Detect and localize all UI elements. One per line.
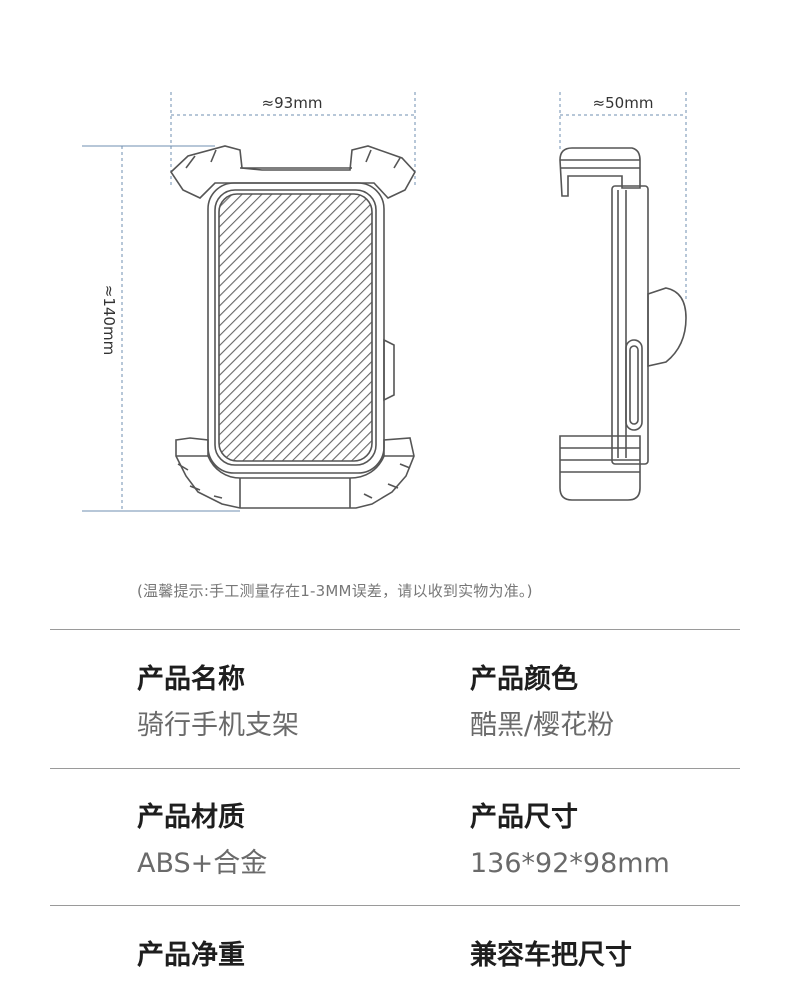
product-dimension-drawing: ≈93mm ≈140mm ≈50mm bbox=[82, 92, 687, 512]
divider bbox=[50, 905, 740, 906]
spec-product-material: 产品材质 ABS+合金 bbox=[137, 800, 267, 882]
spec-label: 产品材质 bbox=[137, 802, 245, 833]
spec-value: 酷黑/樱花粉 bbox=[470, 710, 615, 741]
spec-product-size: 产品尺寸 136*92*98mm bbox=[470, 800, 670, 882]
side-view bbox=[559, 92, 687, 501]
spec-value: ABS+合金 bbox=[137, 848, 268, 879]
spec-product-color: 产品颜色 酷黑/樱花粉 bbox=[470, 662, 614, 744]
spec-label: 兼容车把尺寸 bbox=[470, 940, 632, 971]
spec-value: 骑行手机支架 bbox=[137, 710, 299, 741]
spec-value: 136*92*98mm bbox=[470, 848, 670, 879]
spec-label: 产品名称 bbox=[137, 664, 245, 695]
spec-label: 产品净重 bbox=[137, 940, 245, 971]
depth-dimension-label: ≈50mm bbox=[593, 94, 654, 112]
spec-handlebar-compatibility: 兼容车把尺寸 bbox=[470, 938, 632, 984]
divider bbox=[50, 768, 740, 769]
spec-label: 产品颜色 bbox=[470, 664, 578, 695]
spec-product-name: 产品名称 骑行手机支架 bbox=[137, 662, 299, 744]
spec-net-weight: 产品净重 bbox=[137, 938, 245, 984]
height-dimension-label: ≈140mm bbox=[100, 285, 118, 355]
measurement-note: (温馨提示:手工测量存在1-3MM误差，请以收到实物为准。) bbox=[137, 582, 533, 600]
width-dimension-label: ≈93mm bbox=[262, 94, 323, 112]
spec-label: 产品尺寸 bbox=[470, 802, 578, 833]
divider bbox=[50, 629, 740, 630]
front-view bbox=[82, 92, 416, 512]
